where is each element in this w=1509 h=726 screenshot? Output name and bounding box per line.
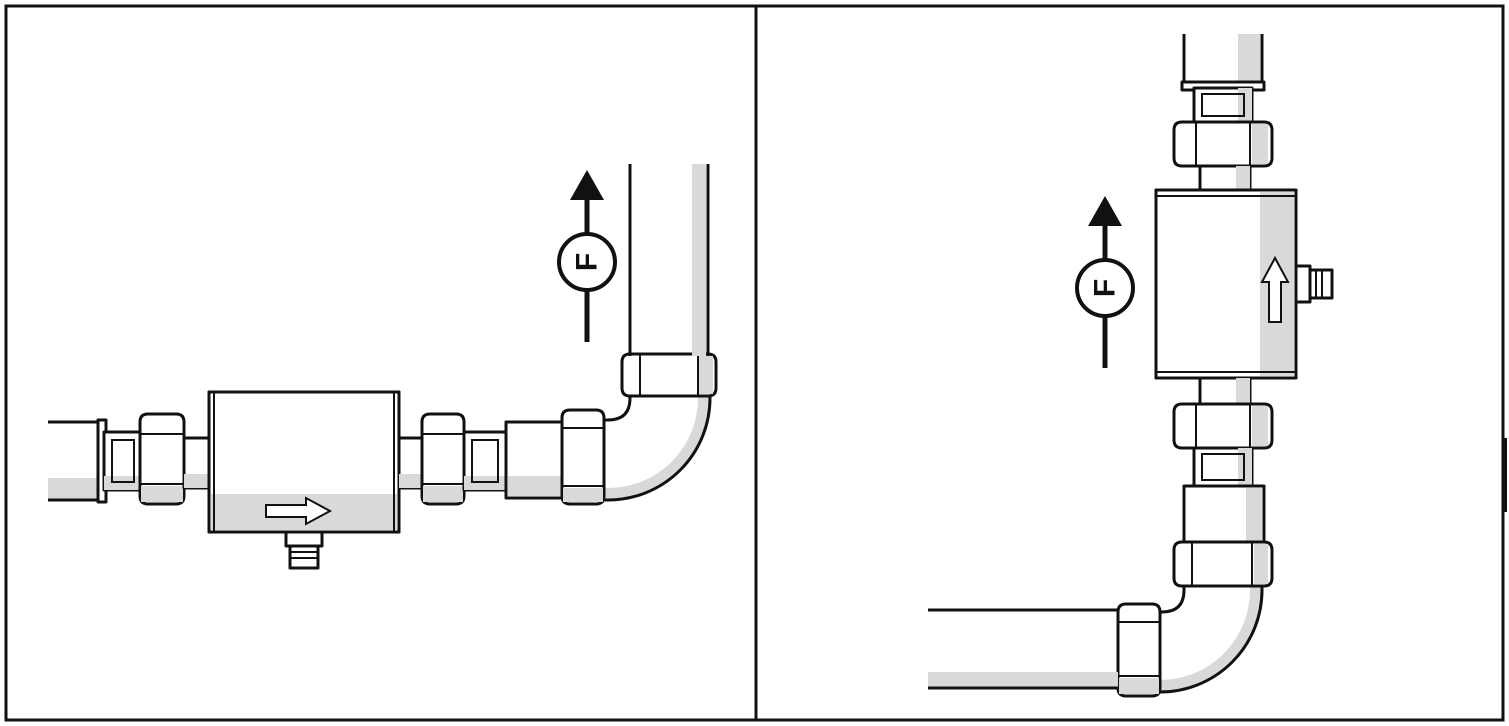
sensor-direction-arrow-up bbox=[1260, 255, 1290, 323]
flow-arrowhead-icon bbox=[1088, 196, 1122, 226]
top-connector bbox=[1172, 86, 1274, 194]
inlet-connector bbox=[102, 412, 212, 506]
flow-direction-symbol-right: F bbox=[1075, 196, 1135, 368]
sensor-direction-arrow bbox=[265, 496, 333, 526]
flow-letter: F bbox=[571, 253, 604, 271]
lower-connector bbox=[1172, 376, 1274, 546]
flow-direction-symbol: F bbox=[557, 170, 617, 342]
connector-plug bbox=[284, 530, 324, 548]
panel-vertical: F bbox=[928, 34, 1334, 698]
flow-circle-icon bbox=[1075, 258, 1135, 318]
elbow-fitting bbox=[560, 352, 718, 506]
outlet-connector bbox=[397, 412, 566, 506]
connector-plug-side bbox=[1294, 264, 1312, 304]
flow-circle-icon bbox=[557, 232, 617, 292]
top-pipe bbox=[1180, 34, 1266, 92]
elbow-fitting-vertical bbox=[1116, 540, 1274, 698]
flow-letter: F bbox=[1089, 279, 1122, 297]
riser-pipe bbox=[628, 164, 710, 356]
flow-sensor-horizontal bbox=[207, 390, 401, 570]
flow-arrowhead-icon bbox=[570, 170, 604, 200]
inlet-pipe bbox=[48, 418, 108, 504]
flow-sensor-vertical bbox=[1154, 188, 1334, 380]
panel-horizontal: F bbox=[48, 164, 718, 570]
bottom-pipe bbox=[928, 608, 1118, 690]
